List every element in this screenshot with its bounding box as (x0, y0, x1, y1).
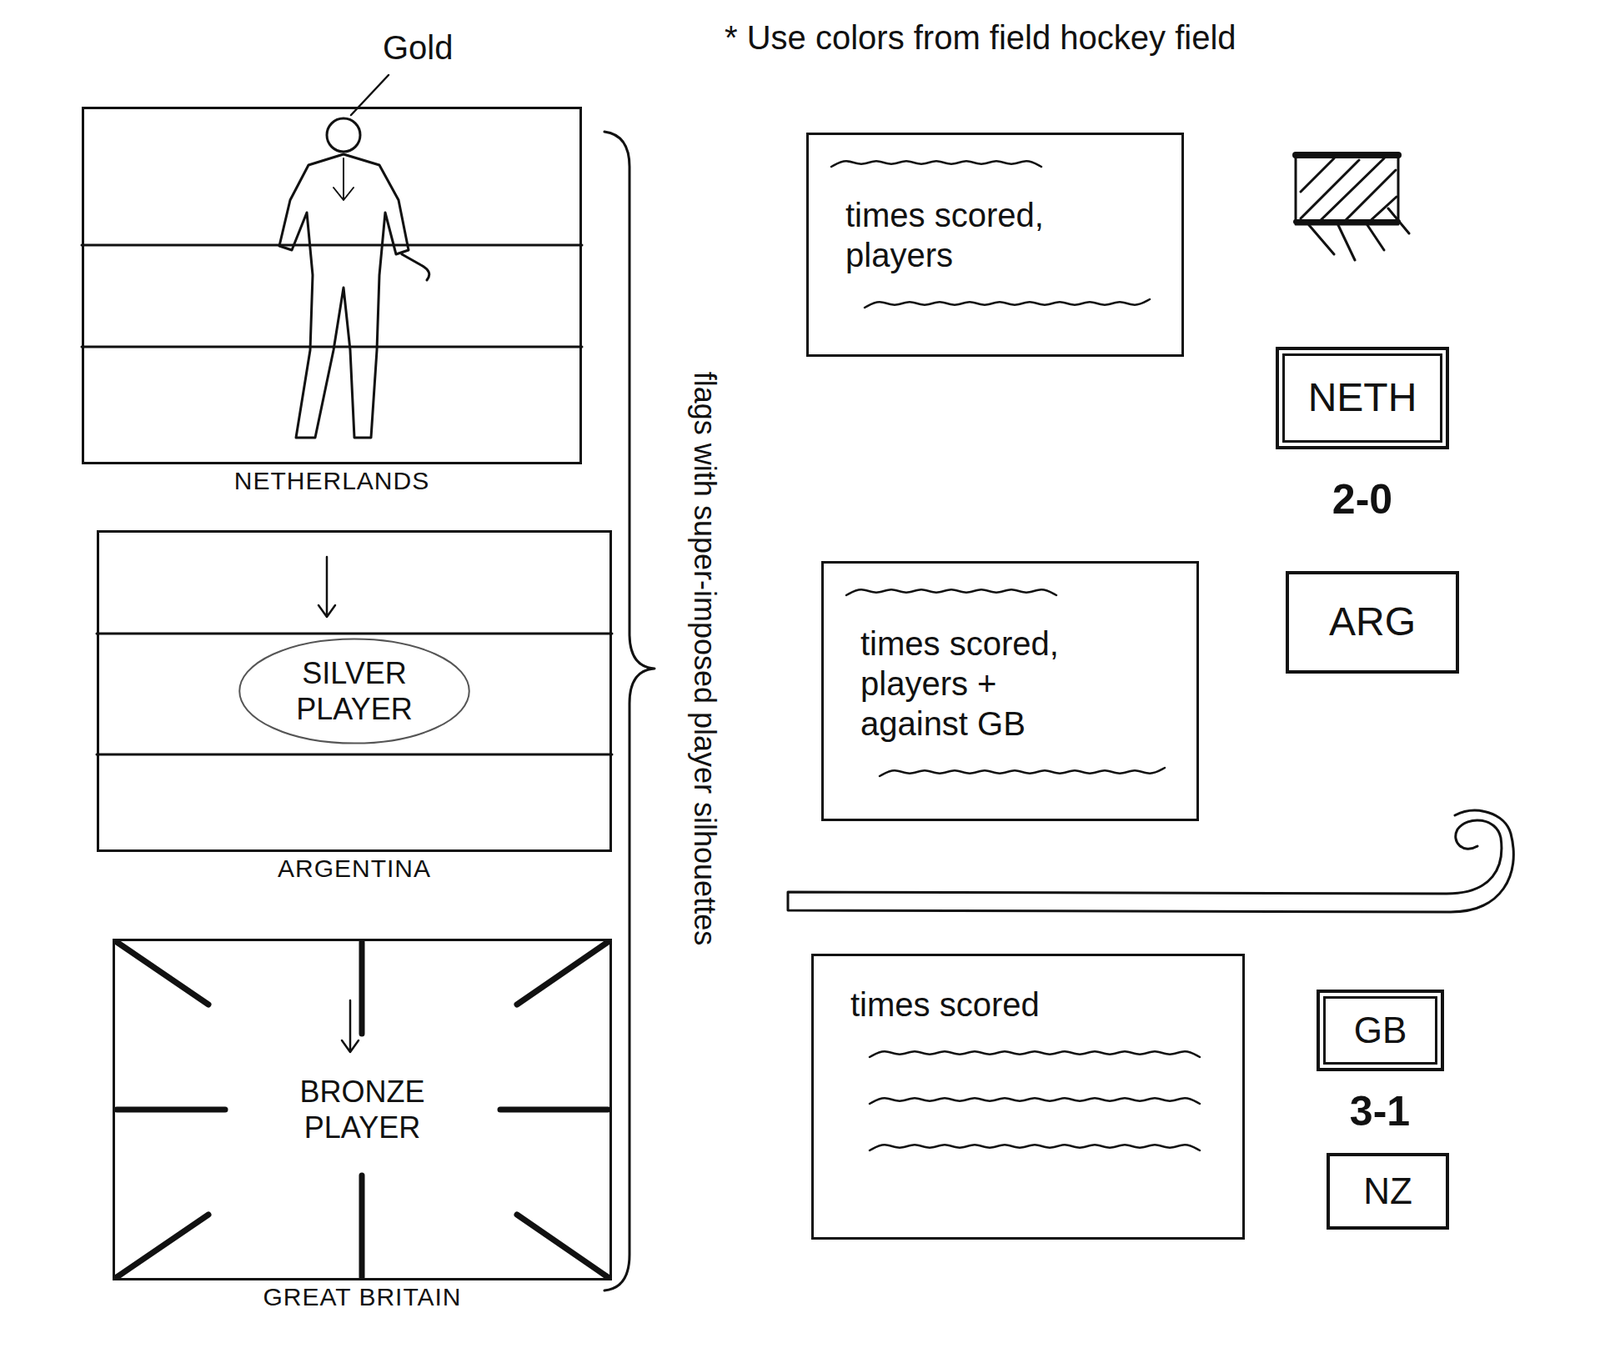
country-flag: NETHERLANDS (81, 106, 582, 465)
circled-mark (239, 638, 470, 743)
team-code: NZ (1363, 1171, 1413, 1212)
team-box: NETH (1275, 346, 1450, 450)
placeholder-squiggle (879, 767, 1165, 777)
flag-stripe (81, 346, 582, 349)
placeholder-squiggle (864, 299, 1150, 308)
team-code: GB (1354, 1010, 1408, 1051)
stats-box: times scored, players + against GB (821, 561, 1199, 822)
player-stick (401, 254, 430, 281)
stats-text: times scored, players + against GB (860, 623, 1111, 744)
country-flag: BRONZE PLAYERGREAT BRITAIN (112, 938, 612, 1281)
stats-box: times scored (811, 953, 1245, 1240)
stats-box: times scored, players (806, 132, 1184, 357)
flag-cross (116, 942, 608, 1278)
bracket-note: flags with super-imposed player silhouet… (687, 371, 722, 946)
flag-stripe (96, 632, 612, 636)
country-name: GREAT BRITAIN (65, 1283, 660, 1312)
callout-label: Gold (382, 28, 454, 67)
flag-stripe (96, 753, 612, 757)
pointer-arrow (318, 556, 336, 617)
placeholder-squiggle (869, 1144, 1200, 1151)
stats-text: times scored, players (845, 195, 1096, 276)
pointer-arrow (341, 1000, 359, 1053)
hatched-swatch (1295, 153, 1410, 261)
player-label: BRONZE PLAYER (283, 1073, 442, 1146)
group-bracket (604, 131, 655, 1291)
stats-text: times scored (850, 984, 1201, 1025)
team-code: NETH (1308, 376, 1418, 421)
player-head (326, 118, 361, 152)
player-silhouette (279, 154, 409, 438)
match-score: 2-0 (1332, 476, 1393, 525)
hockey-stick (787, 810, 1514, 913)
placeholder-squiggle (846, 589, 1057, 596)
team-box: NZ (1326, 1153, 1450, 1230)
player-detail (333, 158, 354, 201)
placeholder-squiggle (869, 1098, 1200, 1104)
design-note: * Use colors from field hockey field (724, 18, 1237, 57)
player-label: SILVER PLAYER (275, 655, 434, 728)
team-code: ARG (1329, 600, 1416, 645)
team-box: ARG (1285, 571, 1460, 674)
placeholder-squiggle (831, 160, 1042, 167)
placeholder-squiggle (869, 1051, 1200, 1058)
country-name: ARGENTINA (49, 854, 660, 883)
team-box: GB (1316, 989, 1445, 1072)
country-flag: SILVER PLAYERARGENTINA (96, 530, 612, 853)
country-name: NETHERLANDS (34, 466, 630, 496)
match-score: 3-1 (1349, 1088, 1410, 1137)
flag-stripe (81, 244, 582, 247)
